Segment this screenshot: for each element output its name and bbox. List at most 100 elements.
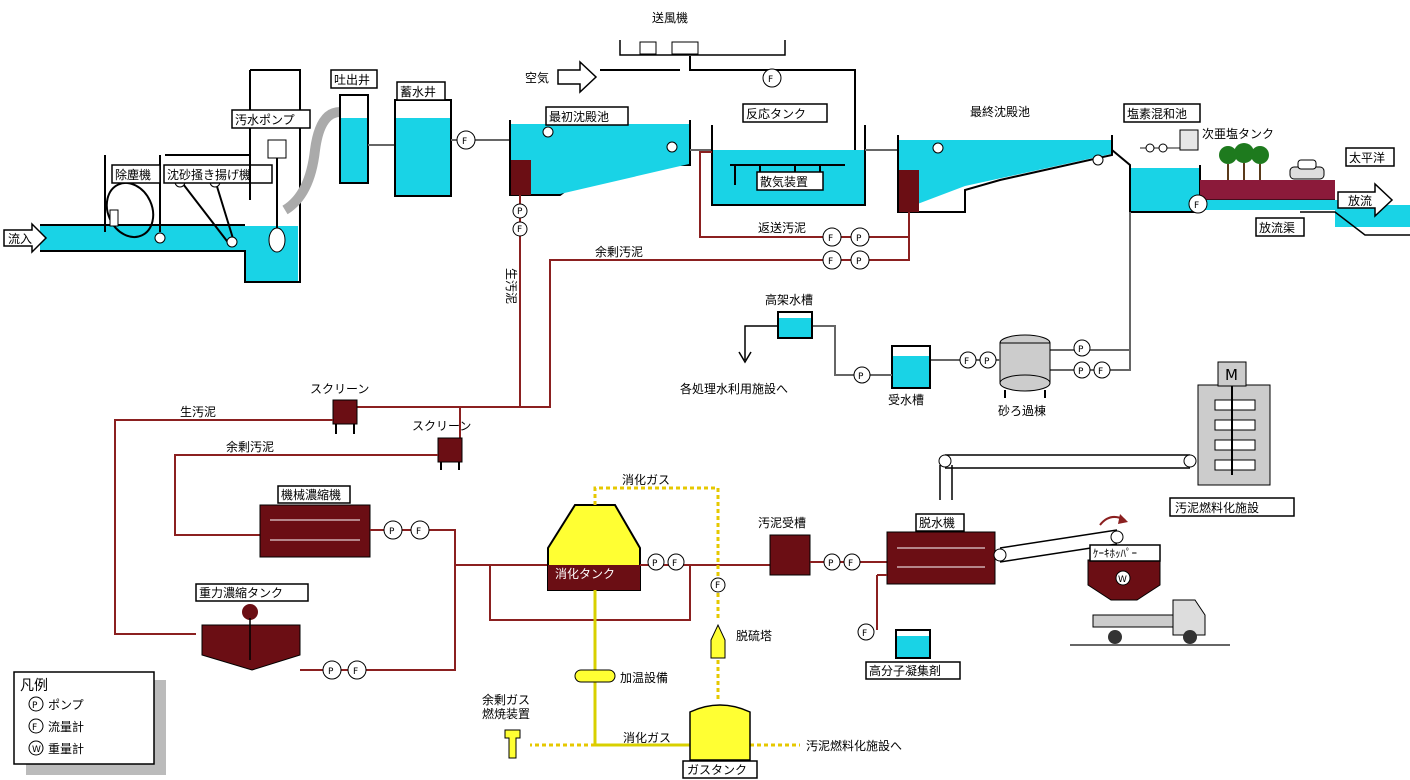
svg-text:F: F [1194,201,1199,211]
primary-tank-label: 最初沈殿池 [549,109,609,124]
air-label: 空気 [525,70,549,85]
inflow-arrow: 流入 [3,222,48,254]
flow-meter: F [710,577,726,593]
raw-sludge-vertical-label: 生汚泥 [504,268,518,304]
gas-tank-label: ガスタンク [687,763,747,777]
svg-text:F: F [353,667,358,677]
weight-meter-symbol: W [1118,575,1127,585]
flow-meter: F [347,660,367,680]
flow-meter: F [959,351,977,369]
svg-text:P: P [652,559,658,569]
svg-text:F: F [715,581,720,591]
gravity-thickener [201,604,301,671]
svg-text:F: F [416,527,421,537]
chlorine-tank-label: 塩素混和池 [1127,106,1187,121]
pump: P [823,553,841,571]
flow-meter: F [857,623,875,641]
heater-label: 加温設備 [620,670,668,685]
dehydrator [886,531,996,585]
reaction-tank [711,125,866,206]
svg-text:W: W [32,745,41,755]
polymer-tank [895,629,931,659]
svg-text:F: F [1098,367,1103,377]
excess-gas-burner-label-2: 燃焼装置 [482,706,530,721]
reclaim-pipe [1048,212,1131,351]
polymer-label: 高分子凝集剤 [869,663,941,678]
trees-icon [1219,143,1269,180]
flow-meter: F [1093,361,1111,379]
excess-sludge-label: 余剰汚泥 [226,439,274,454]
outflow-label: 放流 [1348,193,1372,208]
excess-sludge-top-label: 余剰汚泥 [595,244,643,259]
pump: P [850,250,870,270]
legend-weight-label: 重量計 [48,741,84,756]
svg-text:F: F [517,225,522,235]
svg-text:F: F [672,559,677,569]
return-sludge-label: 返送汚泥 [758,220,806,235]
sludge-receiving-tank [769,534,811,576]
mechanical-thickener [259,504,371,558]
svg-text:F: F [768,75,773,85]
air-arrow [557,60,598,94]
svg-text:P: P [856,234,862,244]
excess-sludge-pipe [459,237,910,450]
svg-text:P: P [858,372,864,382]
dust-remover [104,155,161,239]
storage-well [394,99,452,197]
elevated-tank [777,311,813,339]
hypochlorite-tank-label: 次亜塩タンク [1202,126,1274,141]
car-icon [1289,159,1325,180]
desulfurizer [710,623,726,659]
svg-text:P: P [1078,367,1084,377]
legend-pump-label: ポンプ [48,698,84,712]
svg-text:F: F [964,357,969,367]
truck-icon [1070,599,1230,646]
primary-sedimentation-tank [509,120,691,196]
final-sedimentation-tank [897,135,1113,213]
excess-sludge-pipe-2 [174,454,438,536]
water-use-label: 各処理水利用施設へ [680,381,788,396]
conveyor-lower [993,529,1124,563]
svg-text:P: P [828,559,834,569]
screen2-label: スクリーン [412,419,471,433]
storage-well-label: 蓄水井 [400,85,436,99]
digestion-gas-bottom-label: 消化ガス [623,731,671,745]
reaction-tank-label: 反応タンク [746,107,806,121]
outflow-arrow [1337,182,1394,218]
discharge-well [339,94,369,184]
flow-meter: F [822,227,842,247]
receiving-tank [891,345,931,389]
blower-label: 送風機 [652,10,688,25]
conveyor-upper [938,454,1197,500]
sludge-receiving-label: 汚泥受槽 [758,516,806,530]
pump: P [1073,361,1091,379]
legend-title: 凡例 [20,678,48,694]
cake-hopper [1087,559,1161,601]
svg-text:P: P [328,667,334,677]
return-sludge-pipe [699,151,910,238]
final-tank-label: 最終沈殿池 [970,104,1030,119]
legend-panel: 凡例 P ポンプ F 流量計 W 重量計 [13,671,166,775]
discharge-well-label: 吐出井 [334,73,370,87]
excess-gas-burner-label-1: 余剰ガス [482,692,530,707]
svg-text:F: F [848,559,853,569]
gas-tank [689,704,751,761]
svg-text:P: P [32,701,38,711]
grit-remover-label: 沈砂掻き揚げ機 [167,167,251,182]
flow-meter: F [822,250,842,270]
svg-text:F: F [32,723,37,733]
dust-remover-label: 除塵機 [115,167,151,182]
pump: P [383,520,403,540]
flow-meter: F [456,130,476,150]
aeration-label: 散気装置 [760,174,808,189]
excess-gas-burner [504,729,521,759]
svg-text:F: F [462,137,467,147]
cake-hopper-label: ｹｰｷﾎｯﾊﾟｰ [1093,547,1137,560]
svg-text:P: P [984,357,990,367]
svg-text:P: P [517,207,523,217]
outflow-channel-label: 放流渠 [1259,220,1295,235]
sewage-pump [249,69,341,253]
svg-text:P: P [1078,345,1084,355]
svg-text:F: F [828,234,833,244]
